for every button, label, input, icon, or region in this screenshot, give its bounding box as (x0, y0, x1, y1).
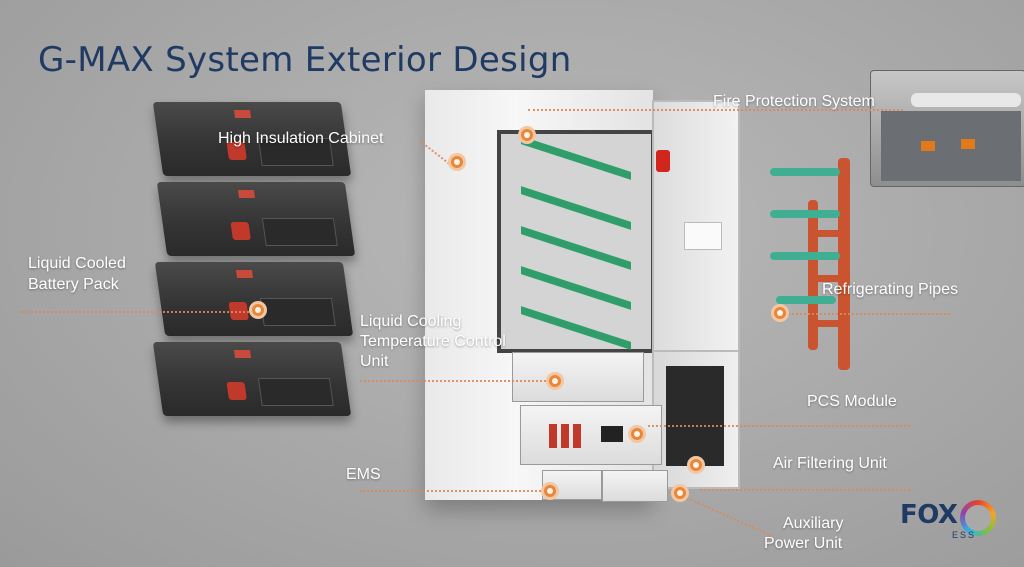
label-liquid-cooling-line3: Unit (360, 353, 389, 370)
label-liquid-cooled-line1: Liquid Cooled (28, 255, 126, 272)
marker-dot (546, 372, 564, 390)
leader-line (20, 311, 265, 313)
fire-protection-inset-photo (870, 70, 1024, 187)
leader-line (700, 489, 910, 491)
marker-dot (448, 153, 466, 171)
marker-dot (518, 126, 536, 144)
leader-line (360, 380, 550, 382)
leader-line (528, 109, 903, 111)
label-high-insulation-cabinet: High Insulation Cabinet (218, 130, 384, 147)
leader-line (679, 494, 772, 537)
page-title: G-MAX System Exterior Design (38, 40, 572, 80)
fire-alarm-button-icon (656, 150, 670, 172)
label-fire-protection-system: Fire Protection System (713, 93, 875, 110)
leader-line (780, 313, 950, 315)
label-auxiliary-line2: Power Unit (764, 535, 843, 552)
battery-pack (154, 262, 354, 336)
logo-ring-icon (960, 500, 996, 536)
marker-dot (687, 456, 705, 474)
leader-line (360, 490, 545, 492)
marker-dot (249, 301, 267, 319)
logo-main-text: FOX (900, 500, 958, 530)
fox-ess-logo: FOX ESS (900, 500, 991, 540)
auxiliary-power-module-unit (602, 470, 668, 502)
leader-line (648, 425, 910, 427)
cooling-unit-module (512, 352, 644, 402)
battery-pack (152, 342, 352, 416)
label-pcs-module: PCS Module (807, 393, 897, 410)
logo-sub-text: ESS (952, 530, 977, 540)
marker-dot (628, 425, 646, 443)
battery-pack (156, 182, 356, 256)
label-liquid-cooling-line2: Temperature Control (360, 333, 506, 350)
label-refrigerating-pipes: Refrigerating Pipes (822, 281, 959, 298)
cabinet-door-upper (652, 100, 740, 364)
marker-dot (541, 482, 559, 500)
label-liquid-cooling-line1: Liquid Cooling (360, 313, 462, 330)
label-auxiliary-line1: Auxiliary (783, 515, 844, 532)
cabinet-door-lower (652, 350, 740, 489)
marker-dot (771, 304, 789, 322)
marker-dot (671, 484, 689, 502)
label-ems: EMS (346, 466, 381, 483)
label-air-filtering-unit: Air Filtering Unit (773, 455, 887, 472)
label-liquid-cooled-line2: Battery Pack (28, 276, 119, 293)
cabinet-interior (497, 130, 655, 353)
